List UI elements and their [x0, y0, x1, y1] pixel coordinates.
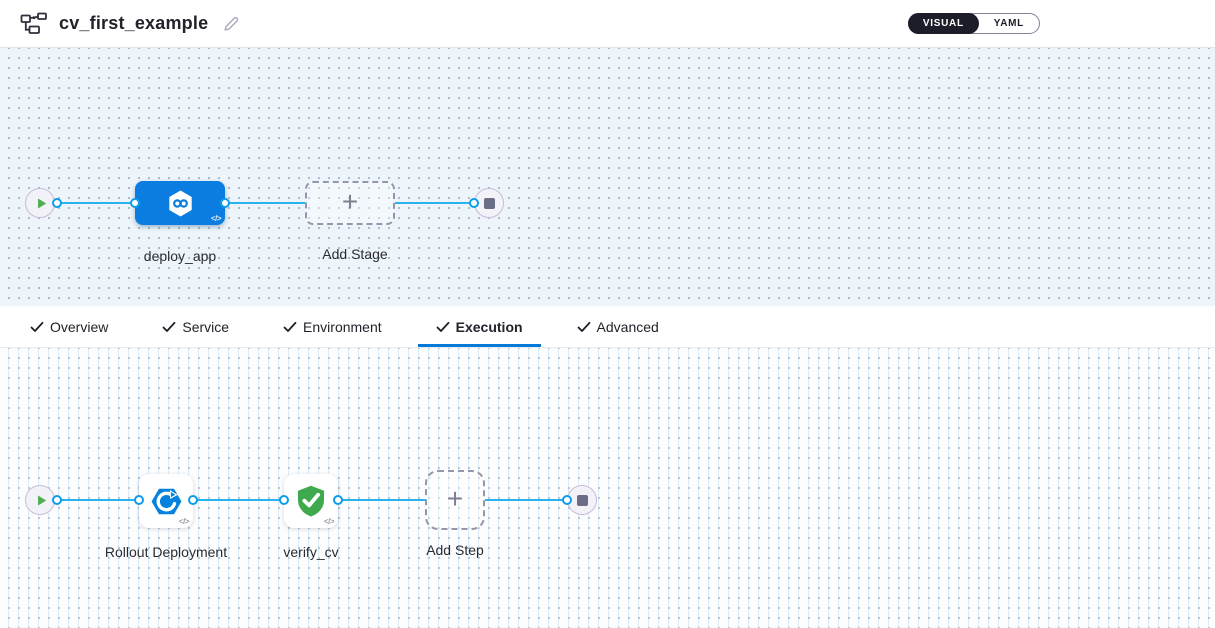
stop-icon [483, 197, 495, 209]
add-stage-button[interactable]: + [305, 181, 395, 225]
code-badge-icon: </> [210, 214, 222, 223]
execution-canvas[interactable]: </> Rollout Deployment </> verify_cv + A… [0, 348, 1215, 628]
play-icon [35, 494, 48, 507]
connector-port[interactable] [52, 495, 62, 505]
visual-yaml-toggle: VISUAL YAML [907, 13, 1040, 34]
check-icon [436, 321, 450, 333]
code-badge-icon: </> [323, 517, 335, 526]
stage-node-deploy-app[interactable]: </> [135, 181, 225, 225]
edge-line [225, 202, 305, 204]
execution-end-node [567, 485, 597, 515]
cd-stage-icon [166, 189, 195, 218]
connector-port[interactable] [130, 198, 140, 208]
check-icon [30, 321, 44, 333]
tab-label: Execution [455, 318, 523, 335]
tab-service[interactable]: Service [144, 306, 247, 347]
stage-label: deploy_app [143, 248, 217, 264]
edge-line [193, 499, 284, 501]
pipeline-graph-icon [20, 12, 47, 35]
connector-port[interactable] [469, 198, 479, 208]
edge-line [395, 202, 474, 204]
plus-icon: + [341, 185, 359, 217]
pipeline-start-node [25, 188, 55, 218]
check-icon [162, 321, 176, 333]
tab-overview[interactable]: Overview [12, 306, 126, 347]
step-node-verify-cv[interactable]: </> [284, 474, 338, 528]
edge-line [485, 499, 567, 501]
connector-port[interactable] [220, 198, 230, 208]
app-header: cv_first_example VISUAL YAML [0, 0, 1215, 48]
tab-advanced[interactable]: Advanced [559, 306, 677, 347]
connector-port[interactable] [134, 495, 144, 505]
tab-environment[interactable]: Environment [265, 306, 400, 347]
plus-icon: + [446, 482, 464, 514]
tab-execution[interactable]: Execution [417, 306, 541, 347]
edge-line [338, 499, 425, 501]
stop-icon [576, 494, 588, 506]
check-icon [283, 321, 297, 333]
connector-port[interactable] [333, 495, 343, 505]
tab-label: Advanced [596, 318, 659, 335]
add-stage-label: Add Stage [322, 246, 388, 262]
step-label: Rollout Deployment [104, 544, 228, 560]
edge-line [57, 202, 135, 204]
add-step-label: Add Step [426, 542, 484, 558]
page-title: cv_first_example [59, 13, 209, 33]
execution-start-node [25, 485, 55, 515]
rollout-deployment-icon [149, 484, 184, 519]
play-icon [35, 197, 48, 210]
step-node-rollout-deployment[interactable]: </> [139, 474, 193, 528]
check-icon [577, 321, 591, 333]
verify-shield-icon [294, 484, 328, 518]
visual-toggle-button[interactable]: VISUAL [907, 13, 979, 34]
tab-label: Environment [303, 318, 382, 335]
step-label: verify_cv [283, 544, 339, 560]
connector-port[interactable] [279, 495, 289, 505]
code-badge-icon: </> [178, 517, 190, 526]
edge-line [57, 499, 139, 501]
edit-pipeline-name-button[interactable] [220, 13, 242, 35]
pencil-icon [222, 15, 240, 33]
tab-label: Service [182, 318, 230, 335]
yaml-toggle-button[interactable]: YAML [979, 13, 1039, 34]
connector-port[interactable] [188, 495, 198, 505]
add-step-button[interactable]: + [425, 470, 485, 530]
stage-canvas[interactable]: </> deploy_app + Add Stage [0, 48, 1215, 306]
connector-port[interactable] [52, 198, 62, 208]
stage-config-tabs: Overview Service Environment Execution A… [0, 306, 1215, 348]
tab-label: Overview [50, 318, 109, 335]
connector-port[interactable] [562, 495, 572, 505]
